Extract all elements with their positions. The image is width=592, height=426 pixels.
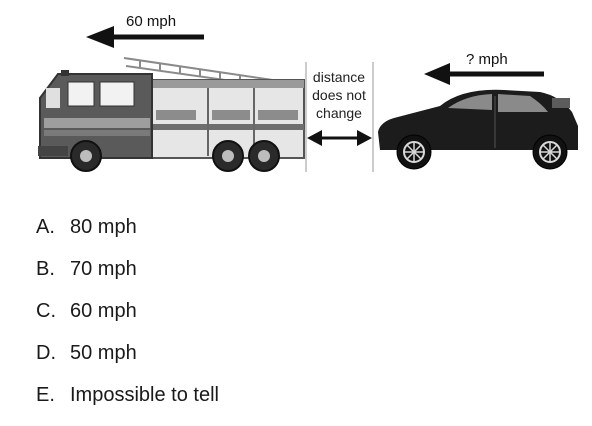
- truck-speed-label: 60 mph: [126, 13, 176, 30]
- choice-letter: B.: [36, 257, 55, 280]
- choice-text: 70 mph: [70, 257, 137, 280]
- choice-letter: A.: [36, 215, 55, 238]
- distance-note-line-1: distance: [313, 69, 365, 85]
- car-speed-arrow: [424, 63, 544, 85]
- fire-truck: [38, 57, 305, 172]
- choice-e[interactable]: E. Impossible to tell: [36, 374, 219, 416]
- choice-letter: C.: [36, 299, 56, 322]
- choice-b[interactable]: B. 70 mph: [36, 248, 219, 290]
- choice-c[interactable]: C. 60 mph: [36, 290, 219, 332]
- choice-d[interactable]: D. 50 mph: [36, 332, 219, 374]
- choice-letter: E.: [36, 383, 55, 406]
- choice-a[interactable]: A. 80 mph: [36, 206, 219, 248]
- car: [378, 89, 578, 170]
- choice-letter: D.: [36, 341, 56, 364]
- motion-diagram: 60 mph: [38, 13, 578, 172]
- distance-arrow: [307, 130, 372, 146]
- truck-speed-arrow: [86, 26, 204, 48]
- answer-choices: A. 80 mph B. 70 mph C. 60 mph D. 50 mph E. Im…: [36, 206, 219, 416]
- choice-text: 50 mph: [70, 341, 137, 364]
- choice-text: 60 mph: [70, 299, 137, 322]
- choice-text: Impossible to tell: [70, 383, 219, 406]
- distance-note-line-2: does not: [312, 87, 366, 103]
- distance-note-line-3: change: [316, 105, 362, 121]
- choice-text: 80 mph: [70, 215, 137, 238]
- car-speed-label: ? mph: [466, 51, 508, 68]
